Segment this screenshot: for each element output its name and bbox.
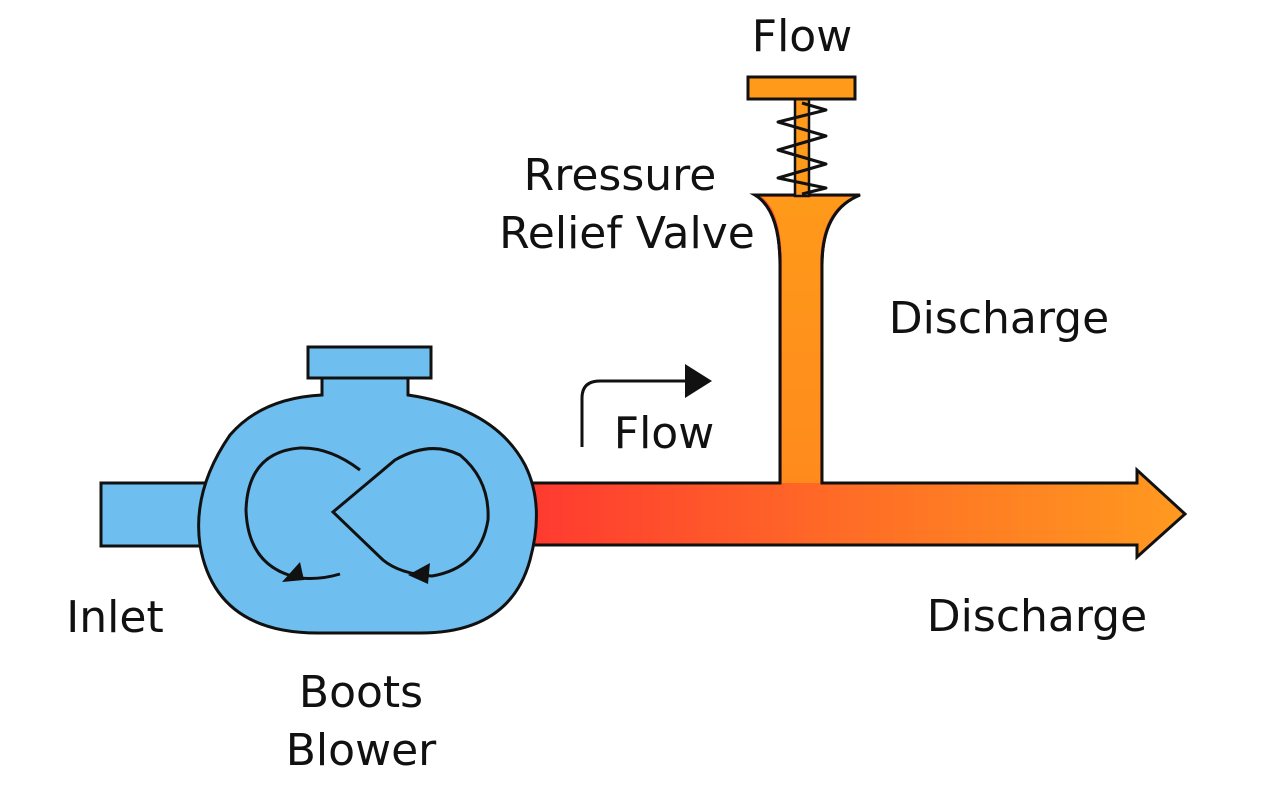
flow-arrow-icon <box>580 379 688 447</box>
flow-top-label: Flow <box>752 11 852 62</box>
blower-housing <box>197 376 538 635</box>
rotation-arrow-right-icon <box>408 563 430 584</box>
blower-label-line1: Boots <box>299 667 423 718</box>
rotation-arrow-left-icon <box>282 562 304 582</box>
flow-arrowhead <box>685 364 712 398</box>
flow-mid-label: Flow <box>614 408 714 459</box>
left-rotor <box>244 446 361 580</box>
relief-valve-body <box>762 197 853 483</box>
blower-outlet-flange <box>306 345 433 380</box>
valve-label-line1: Rressure <box>524 150 717 201</box>
valve-spring <box>776 101 828 196</box>
blower-label-line2: Blower <box>286 725 437 776</box>
discharge-main-label: Discharge <box>927 591 1147 642</box>
valve-label-line2: Relief Valve <box>499 208 755 259</box>
relief-valve-outline <box>749 193 861 483</box>
valve-cap <box>746 75 857 101</box>
discharge-vertical-label: Discharge <box>889 293 1109 344</box>
inlet-label: Inlet <box>66 592 163 643</box>
